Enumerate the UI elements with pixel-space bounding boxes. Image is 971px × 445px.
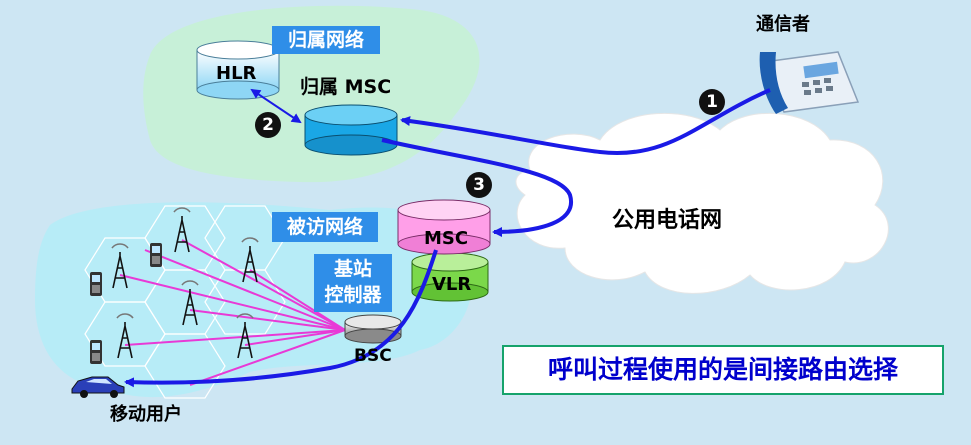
msc-label: MSC <box>424 228 469 249</box>
telephone-icon <box>759 51 860 114</box>
hlr-query-arrow <box>250 88 302 124</box>
step-3-badge: 3 <box>466 172 492 198</box>
step-2-badge: 2 <box>255 112 281 138</box>
call-path-step1 <box>400 88 771 155</box>
bsc-tag: 基站 控制器 <box>314 254 392 312</box>
vlr-label: VLR <box>432 274 472 295</box>
home-msc-cylinder <box>304 104 398 156</box>
bsc-tag-line1: 基站 <box>333 258 372 280</box>
msc-cylinder <box>397 199 491 255</box>
call-path-step3 <box>381 138 574 237</box>
cell-tower-icon <box>111 207 259 359</box>
step-1-badge: 1 <box>699 89 725 115</box>
visited-network-tag: 被访网络 <box>272 212 378 242</box>
pstn-label: 公用电话网 <box>612 208 723 233</box>
car-icon <box>71 376 125 398</box>
bsc-label: BSC <box>354 346 392 366</box>
hlr-label: HLR <box>216 63 257 84</box>
mobile-phone-icon <box>90 243 162 364</box>
bsc-cylinder <box>344 314 402 344</box>
pstn-cloud <box>515 112 889 294</box>
mobile-user-label: 移动用户 <box>110 404 182 425</box>
bsc-tower-links <box>119 239 346 386</box>
conclusion-box: 呼叫过程使用的是间接路由选择 <box>502 345 944 395</box>
visited-network-area <box>35 202 472 398</box>
bsc-tag-line2: 控制器 <box>324 284 382 306</box>
home-network-tag: 归属网络 <box>272 26 380 54</box>
call-path-final <box>124 249 438 388</box>
caller-label: 通信者 <box>756 14 810 35</box>
home-msc-label: 归属 MSC <box>300 76 392 98</box>
